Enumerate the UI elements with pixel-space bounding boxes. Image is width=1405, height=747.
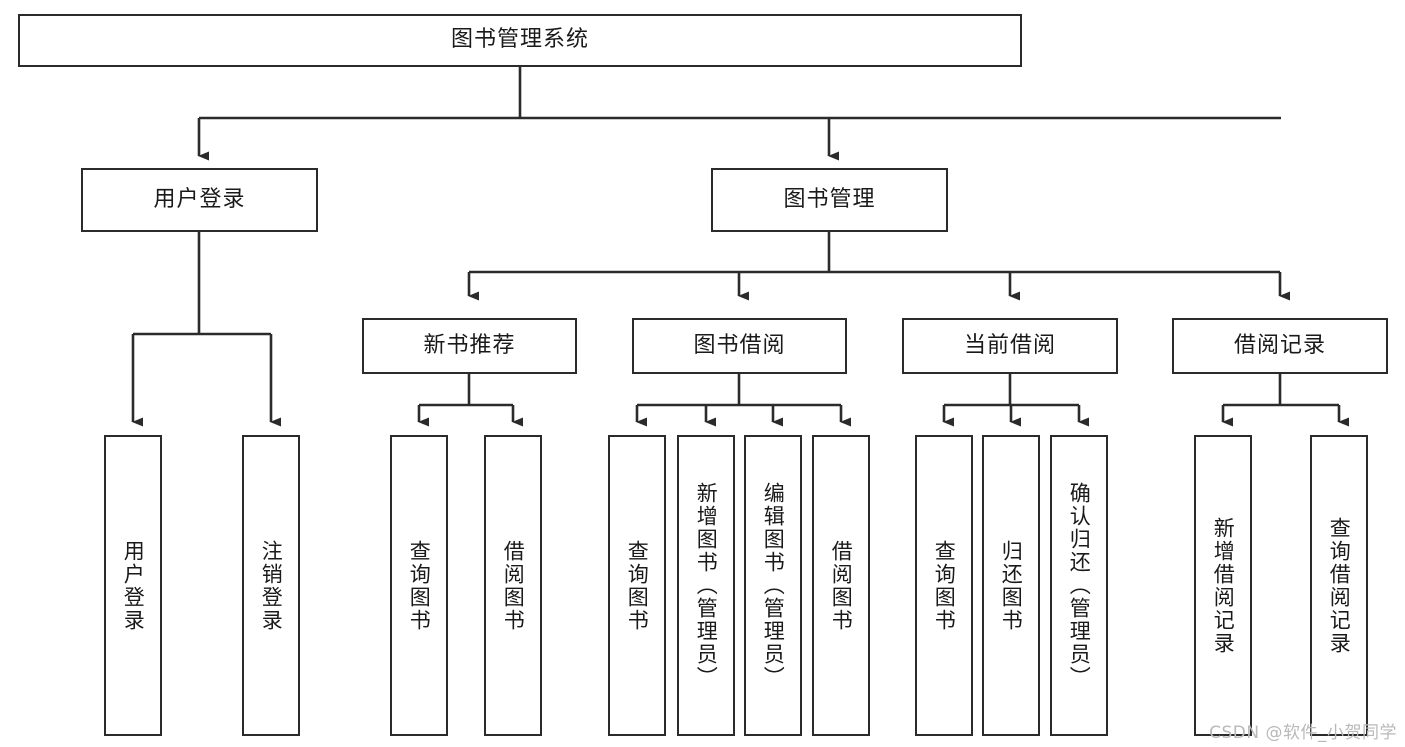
node-root-label: 图书管理系统 [450,27,589,53]
node-leaf-add-book[interactable]: 新增图书（管理员） [677,435,735,736]
node-leaf-query-record[interactable]: 查询借阅记录 [1310,435,1368,736]
node-leaf-logout[interactable]: 注销登录 [242,435,300,736]
node-leaf-query-book-current-label: 查询图书 [932,539,957,632]
node-current-borrow[interactable]: 当前借阅 [902,318,1118,374]
node-leaf-borrow-book-rec-label: 借阅图书 [501,539,526,632]
node-current-borrow-label: 当前借阅 [963,332,1056,358]
node-leaf-borrow-book[interactable]: 借阅图书 [812,435,870,736]
node-new-book-rec-label: 新书推荐 [423,332,516,358]
node-leaf-borrow-book-rec[interactable]: 借阅图书 [484,435,542,736]
node-leaf-add-book-label: 新增图书（管理员） [694,482,719,689]
node-leaf-edit-book[interactable]: 编辑图书（管理员） [744,435,802,736]
node-leaf-query-book-borrow-label: 查询图书 [625,539,650,632]
node-root[interactable]: 图书管理系统 [18,14,1022,67]
node-new-book-rec[interactable]: 新书推荐 [362,318,577,374]
node-leaf-confirm-return[interactable]: 确认归还（管理员） [1050,435,1108,736]
node-leaf-return-book-label: 归还图书 [999,539,1024,632]
node-leaf-return-book[interactable]: 归还图书 [982,435,1040,736]
node-borrow-record-label: 借阅记录 [1233,332,1326,358]
node-leaf-edit-book-label: 编辑图书（管理员） [761,482,786,689]
node-user-login[interactable]: 用户登录 [81,168,318,232]
node-leaf-user-login[interactable]: 用户登录 [104,435,162,736]
node-leaf-add-record-label: 新增借阅记录 [1211,516,1236,655]
node-leaf-query-book-current[interactable]: 查询图书 [915,435,973,736]
node-leaf-query-book-borrow[interactable]: 查询图书 [608,435,666,736]
node-leaf-logout-label: 注销登录 [259,539,284,632]
node-leaf-query-book-rec-label: 查询图书 [407,539,432,632]
node-leaf-confirm-return-label: 确认归还（管理员） [1067,482,1092,689]
node-book-borrow-label: 图书借阅 [693,332,786,358]
node-leaf-user-login-label: 用户登录 [121,539,146,632]
node-leaf-query-book-rec[interactable]: 查询图书 [390,435,448,736]
node-book-manage[interactable]: 图书管理 [711,168,948,232]
node-book-manage-label: 图书管理 [783,186,876,212]
node-user-login-label: 用户登录 [153,186,246,212]
node-leaf-add-record[interactable]: 新增借阅记录 [1194,435,1252,736]
node-leaf-query-record-label: 查询借阅记录 [1327,516,1352,655]
csdn-watermark: CSDN @软件_小贺同学 [1209,723,1397,743]
node-leaf-borrow-book-label: 借阅图书 [829,539,854,632]
node-borrow-record[interactable]: 借阅记录 [1172,318,1388,374]
node-book-borrow[interactable]: 图书借阅 [632,318,847,374]
